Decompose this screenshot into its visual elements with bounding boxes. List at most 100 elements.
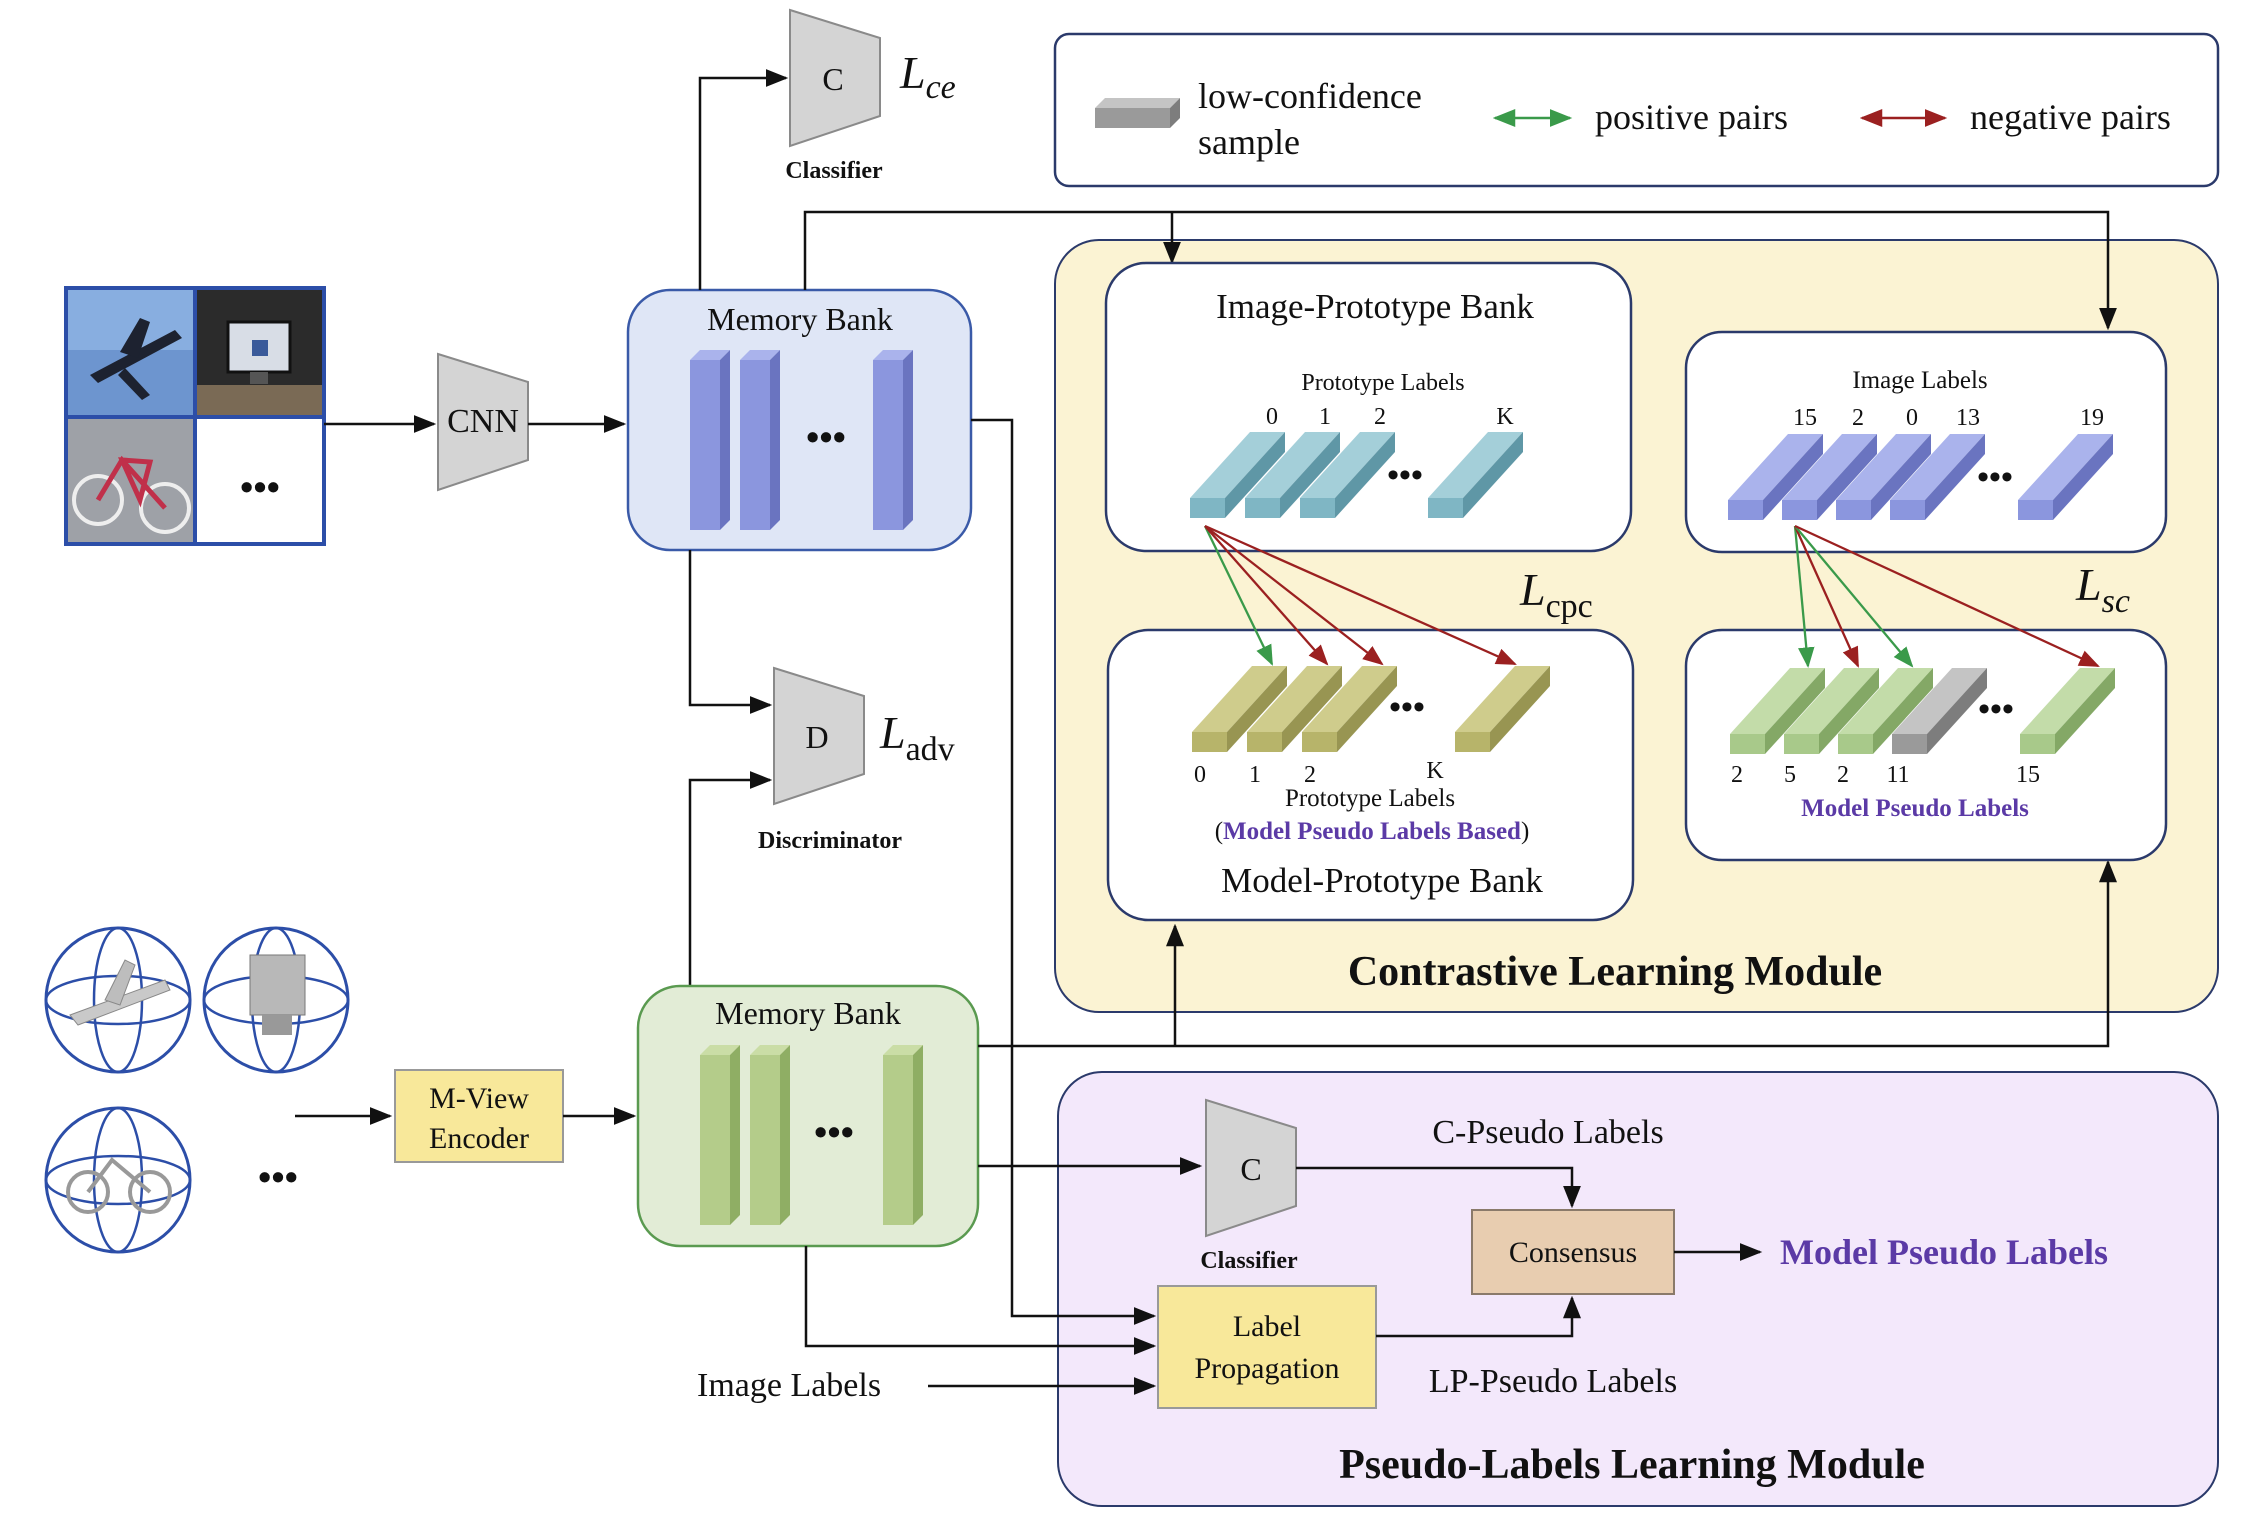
- loss-sc-label: Lsc: [2075, 559, 2130, 620]
- loss-ce-label: Lce: [899, 47, 956, 106]
- svg-text:5: 5: [1784, 762, 1796, 788]
- svg-text:1: 1: [1249, 762, 1261, 788]
- legend-low-confidence-label: low-confidence: [1198, 76, 1422, 116]
- source-image-grid: •••: [64, 286, 326, 546]
- svg-text:15: 15: [1793, 405, 1817, 431]
- legend-negative-label: negative pairs: [1970, 97, 2171, 137]
- model-prototype-bank: ••• 0 1 2 K Prototype Labels (Model Pseu…: [1106, 628, 1635, 922]
- image-feature-icon: [2018, 434, 2113, 520]
- image-prototype-bank: Image-Prototype Bank Prototype Labels 0 …: [1104, 261, 1633, 553]
- discriminator-caption: Discriminator: [758, 828, 902, 854]
- cpc-pair-arrows: [1203, 524, 1517, 666]
- sc-pair-arrows: [1793, 524, 2100, 669]
- monitor-image-icon: [197, 290, 322, 415]
- svg-text:Prototype Labels: Prototype Labels: [1301, 370, 1464, 396]
- memory-bank-top-title: Memory Bank: [707, 301, 893, 337]
- prototype-feature-icon: [1455, 666, 1550, 752]
- airplane-image-icon: [68, 290, 193, 415]
- model-prototype-bank-title: Model-Prototype Bank: [1221, 861, 1543, 900]
- svg-text:0: 0: [1194, 762, 1206, 788]
- svg-text:15: 15: [2016, 762, 2040, 788]
- svg-text:Consensus: Consensus: [1509, 1236, 1637, 1269]
- svg-text:2: 2: [1852, 405, 1864, 431]
- svg-text:Image Labels: Image Labels: [1852, 367, 1987, 394]
- classifier-top-caption: Classifier: [785, 158, 883, 184]
- memory-feature-bar-icon: [700, 1045, 740, 1225]
- prototype-feature-icon: [1247, 666, 1342, 752]
- memory-feature-bar-icon: [740, 350, 780, 530]
- svg-text:•••: •••: [1977, 459, 2013, 496]
- svg-text:Prototype Labels: Prototype Labels: [1285, 785, 1455, 812]
- lp-pseudo-labels-label: LP-Pseudo Labels: [1429, 1363, 1677, 1400]
- svg-text:13: 13: [1956, 405, 1980, 431]
- svg-text:•••: •••: [1389, 689, 1425, 726]
- svg-text:0: 0: [1266, 404, 1278, 430]
- image-feature-icon: [1836, 434, 1931, 520]
- svg-text:Model Pseudo Labels: Model Pseudo Labels: [1801, 795, 2029, 822]
- image-grid-ellipsis: •••: [240, 467, 280, 509]
- memory-feature-bar-icon: [690, 350, 730, 530]
- model-pseudo-labels-output: Model Pseudo Labels: [1780, 1232, 2108, 1272]
- image-feature-icon: [1782, 434, 1877, 520]
- pseudo-feature-icon: [1730, 668, 1825, 754]
- view-ellipsis: •••: [258, 1157, 298, 1199]
- legend-box: low-confidence sample positive pairs neg…: [1053, 32, 2220, 188]
- cnn-block: CNN: [437, 352, 529, 492]
- svg-text:11: 11: [1886, 762, 1909, 788]
- prototype-feature-icon: [1300, 432, 1395, 518]
- memory-bank-top-ellipsis: •••: [806, 417, 846, 459]
- image-prototype-bank-title: Image-Prototype Bank: [1216, 287, 1534, 326]
- svg-text:K: K: [1426, 758, 1444, 784]
- svg-text:•••: •••: [1387, 457, 1423, 494]
- classifier-bottom-caption: Classifier: [1200, 1248, 1298, 1274]
- prototype-feature-icon: [1428, 432, 1523, 518]
- image-labels-bank: Image Labels 15 2 0 13 19 •••: [1684, 330, 2168, 554]
- pseudo-feature-icon: [1838, 668, 1933, 754]
- pseudo-feature-icon: [2020, 668, 2115, 754]
- view-sphere-monitor-icon: [202, 926, 350, 1074]
- view-sphere-bicycle-icon: [44, 1106, 192, 1254]
- svg-text:C: C: [1240, 1151, 1261, 1187]
- svg-text:2: 2: [1374, 404, 1386, 430]
- svg-text:Encoder: Encoder: [429, 1122, 529, 1155]
- low-confidence-sample-icon: [1095, 98, 1180, 128]
- label-propagation-block: Label Propagation: [1157, 1285, 1377, 1409]
- svg-text:2: 2: [1837, 762, 1849, 788]
- prototype-feature-icon: [1190, 432, 1285, 518]
- cnn-label: CNN: [447, 403, 519, 440]
- legend-positive-label: positive pairs: [1595, 97, 1788, 137]
- svg-text:M-View: M-View: [429, 1082, 529, 1115]
- loss-adv-label: Ladv: [879, 707, 955, 768]
- pseudo-feature-icon: [1784, 668, 1879, 754]
- svg-text:C: C: [822, 61, 843, 97]
- discriminator: D Discriminator Ladv: [758, 666, 955, 854]
- view-sphere-airplane-icon: [44, 926, 192, 1074]
- image-labels-input-label: Image Labels: [697, 1367, 881, 1404]
- memory-feature-bar-icon: [883, 1045, 923, 1225]
- svg-text:Label: Label: [1233, 1310, 1301, 1343]
- svg-text:K: K: [1496, 404, 1514, 430]
- svg-text:19: 19: [2080, 405, 2104, 431]
- memory-feature-bar-icon: [873, 350, 913, 530]
- classifier-bottom: C Classifier: [1200, 1098, 1298, 1274]
- svg-text:D: D: [805, 719, 828, 755]
- low-confidence-feature-icon: [1892, 668, 1987, 754]
- model-proto-based-label: (Model Pseudo Labels Based): [1215, 818, 1530, 845]
- classifier-top: C Classifier Lce: [785, 8, 956, 184]
- svg-text:Propagation: Propagation: [1195, 1352, 1340, 1385]
- c-pseudo-labels-label: C-Pseudo Labels: [1432, 1114, 1663, 1151]
- consensus-block: Consensus: [1471, 1209, 1675, 1295]
- contrastive-module-title: Contrastive Learning Module: [1348, 949, 1882, 995]
- memory-bank-bottom-ellipsis: •••: [814, 1112, 854, 1154]
- pseudo-module-title: Pseudo-Labels Learning Module: [1339, 1442, 1925, 1488]
- loss-cpc-label: Lcpc: [1519, 564, 1593, 625]
- prototype-feature-icon: [1302, 666, 1397, 752]
- image-feature-icon: [1890, 434, 1985, 520]
- image-feature-icon: [1728, 434, 1823, 520]
- svg-text:•••: •••: [1978, 691, 2014, 728]
- memory-bank-bottom: Memory Bank •••: [636, 984, 980, 1248]
- memory-bank-bottom-title: Memory Bank: [715, 995, 901, 1031]
- svg-text:1: 1: [1319, 404, 1331, 430]
- svg-text:2: 2: [1731, 762, 1743, 788]
